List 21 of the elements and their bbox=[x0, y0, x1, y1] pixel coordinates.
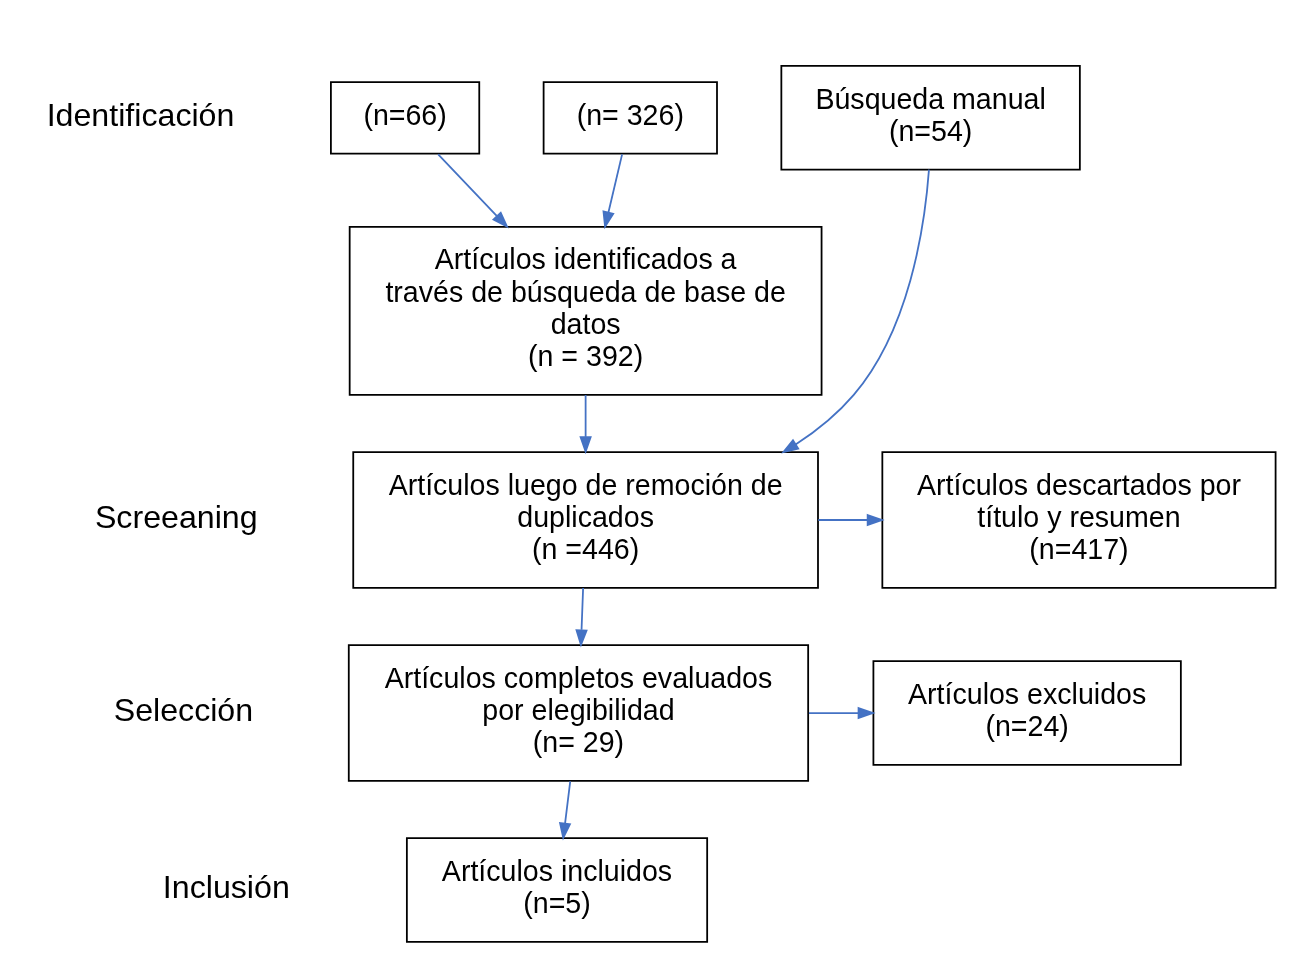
node-box: (n=66) bbox=[330, 81, 481, 155]
label: Screeaning bbox=[94, 498, 258, 535]
arrow bbox=[558, 780, 572, 841]
node-box: (n= 326) bbox=[542, 81, 718, 155]
node-box: Artículos excluidos (n=24) bbox=[872, 660, 1182, 766]
label: Inclusión bbox=[162, 868, 290, 905]
label: Selección bbox=[113, 691, 254, 728]
arrow bbox=[437, 153, 509, 229]
arrow bbox=[817, 513, 885, 527]
label: Identificación bbox=[46, 96, 235, 133]
node-box: Artículos luego de remoción de duplicados (n =446) bbox=[352, 451, 819, 589]
arrow bbox=[781, 168, 930, 454]
node-box: Artículos identificados a través de búsqueda de base de datos (n = 392) bbox=[348, 225, 823, 396]
node-box: Artículos completos evaluados por elegibilidad (n= 29) bbox=[347, 644, 810, 782]
arrow bbox=[579, 394, 592, 455]
arrow bbox=[808, 706, 876, 720]
node-box: Búsqueda manual (n=54) bbox=[780, 65, 1081, 171]
node-box: Artículos descartados por título y resumen (n=417) bbox=[881, 451, 1277, 589]
node-box: Artículos incluidos (n=5) bbox=[405, 837, 709, 943]
arrow bbox=[602, 153, 623, 230]
arrow bbox=[575, 587, 588, 648]
